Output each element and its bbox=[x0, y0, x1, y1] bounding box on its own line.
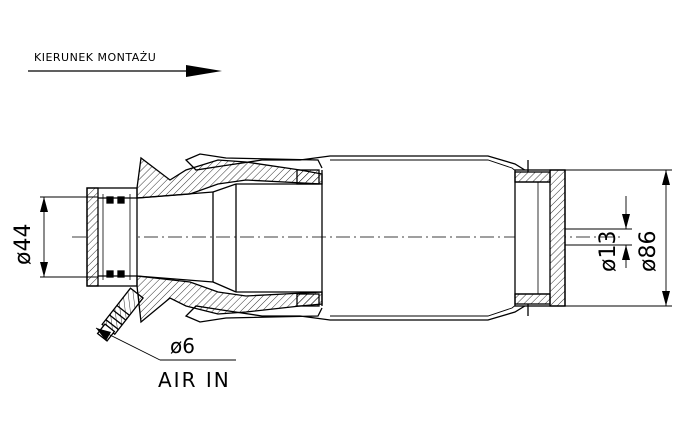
direction-arrow bbox=[28, 65, 222, 77]
dimension-bore-diameter bbox=[565, 196, 632, 268]
dimension-outer-diameter bbox=[565, 169, 672, 307]
bore-diameter-label: ø13 bbox=[596, 230, 621, 272]
inlet-diameter-label: ø44 bbox=[11, 223, 36, 265]
dimension-inlet-diameter bbox=[40, 196, 98, 278]
air-in-label: AIR IN bbox=[158, 368, 231, 392]
air-inlet-leader bbox=[95, 327, 236, 361]
outer-diameter-label: ø86 bbox=[636, 230, 661, 272]
mounting-direction-label: KIERUNEK MONTAŻU bbox=[34, 51, 157, 64]
spring-body bbox=[86, 153, 566, 342]
port-diameter-label: ø6 bbox=[170, 334, 195, 358]
